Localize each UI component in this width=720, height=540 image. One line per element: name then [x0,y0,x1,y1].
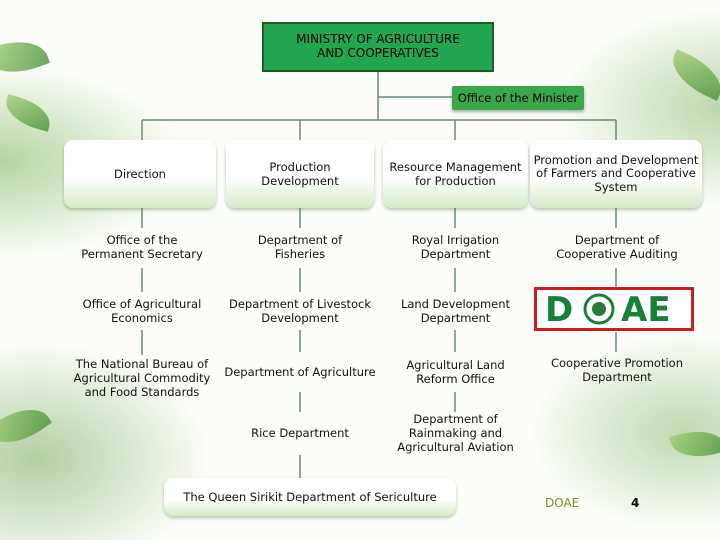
header-label: Resource Management for Production [389,159,522,188]
org-unit: Department of Agriculture [222,355,378,391]
sericulture-label: The Queen Sirikit Department of Sericult… [183,489,437,504]
ministry-box: MINISTRY OF AGRICULTURE AND COOPERATIVES [262,22,494,72]
page-number: 4 [631,496,640,510]
minister-office-label: Office of the Minister [457,90,579,105]
header-resource-management: Resource Management for Production [383,140,528,208]
org-unit-label: Department of Rainmaking and Agricultura… [397,412,514,454]
org-unit-label: Department of Cooperative Auditing [556,233,678,261]
svg-text:D: D [545,291,573,327]
header-production-development: Production Development [226,140,374,208]
org-unit-label: Land Development Department [400,297,511,325]
org-unit-label: Rice Department [251,426,349,441]
org-unit-label: Department of Livestock Development [229,297,371,325]
svg-text:AE: AE [621,291,671,327]
header-label: Direction [114,166,166,181]
org-unit-label: Cooperative Promotion Department [550,356,683,384]
minister-office-box: Office of the Minister [452,86,584,110]
org-unit: Department of Fisheries [224,230,376,266]
doae-logo-icon: D AE [545,291,671,327]
org-unit-label: The National Bureau of Agricultural Comm… [73,357,211,399]
org-unit: Department of Cooperative Auditing [532,230,702,266]
ministry-title: MINISTRY OF AGRICULTURE AND COOPERATIVES [296,32,460,60]
header-direction: Direction [64,140,216,208]
footer-label: DOAE [545,496,580,510]
header-label: Promotion and Development of Farmers and… [533,153,699,194]
org-unit: Department of Livestock Development [224,294,376,330]
org-unit-label: Agricultural Land Reform Office [406,358,505,386]
org-unit: Agricultural Land Reform Office [383,355,528,391]
org-unit: Royal Irrigation Department [383,230,528,266]
org-unit-label: Office of the Permanent Secretary [81,233,203,261]
org-unit: Cooperative Promotion Department [532,353,702,389]
org-unit: Office of the Permanent Secretary [62,230,222,266]
org-unit: Rice Department [224,414,376,454]
org-unit-label: Department of Agriculture [224,365,376,380]
org-unit-label: Royal Irrigation Department [411,233,500,261]
org-unit: Department of Rainmaking and Agricultura… [383,412,528,456]
org-unit-label: Department of Fisheries [257,233,343,261]
sericulture-box: The Queen Sirikit Department of Sericult… [164,478,456,516]
doae-logo: D AE [534,287,694,331]
org-unit: Office of Agricultural Economics [62,294,222,330]
org-unit: The National Bureau of Agricultural Comm… [60,355,224,403]
org-unit-label: Office of Agricultural Economics [82,297,202,325]
header-promotion-development: Promotion and Development of Farmers and… [530,140,702,208]
header-label: Production Development [261,159,339,188]
org-unit: Land Development Department [383,294,528,330]
